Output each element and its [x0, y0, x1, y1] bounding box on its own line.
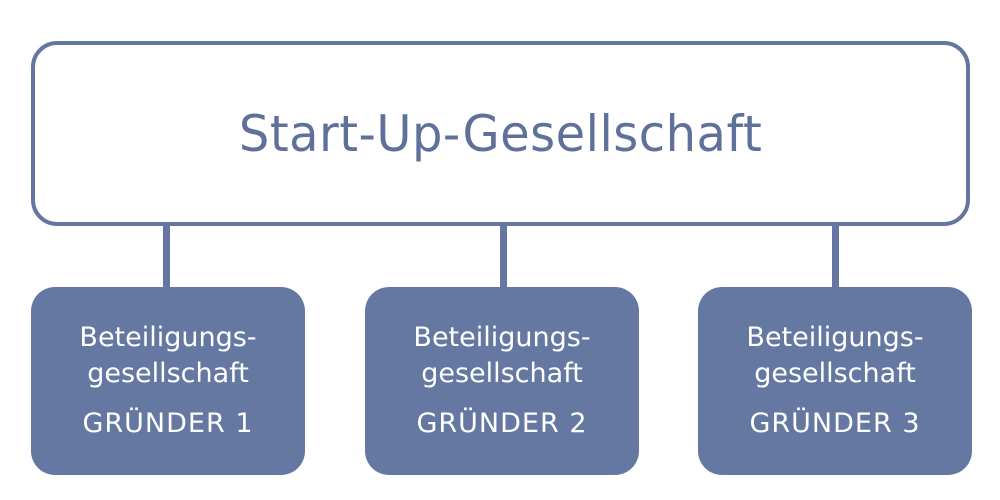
startup-company-box: Start-Up-Gesellschaft: [31, 41, 970, 226]
holding-company-box-2: Beteiligungs- gesellschaft GRÜNDER 2: [365, 287, 639, 475]
connector-line-1: [163, 224, 170, 290]
holding-company-label-line2: gesellschaft: [421, 358, 583, 389]
connector-line-3: [832, 224, 839, 290]
holding-company-label-line2: gesellschaft: [87, 358, 249, 389]
holding-company-label-line2: gesellschaft: [754, 358, 916, 389]
founder-name: GRÜNDER 3: [749, 408, 921, 439]
holding-company-label-line1: Beteiligungs-: [79, 322, 257, 353]
holding-company-box-3: Beteiligungs- gesellschaft GRÜNDER 3: [698, 287, 972, 475]
founder-name: GRÜNDER 2: [416, 408, 588, 439]
holding-company-label-line1: Beteiligungs-: [746, 322, 924, 353]
startup-company-title: Start-Up-Gesellschaft: [238, 104, 763, 163]
holding-company-label-line1: Beteiligungs-: [413, 322, 591, 353]
holding-company-box-1: Beteiligungs- gesellschaft GRÜNDER 1: [31, 287, 305, 475]
connector-line-2: [500, 224, 507, 290]
founder-name: GRÜNDER 1: [82, 408, 254, 439]
